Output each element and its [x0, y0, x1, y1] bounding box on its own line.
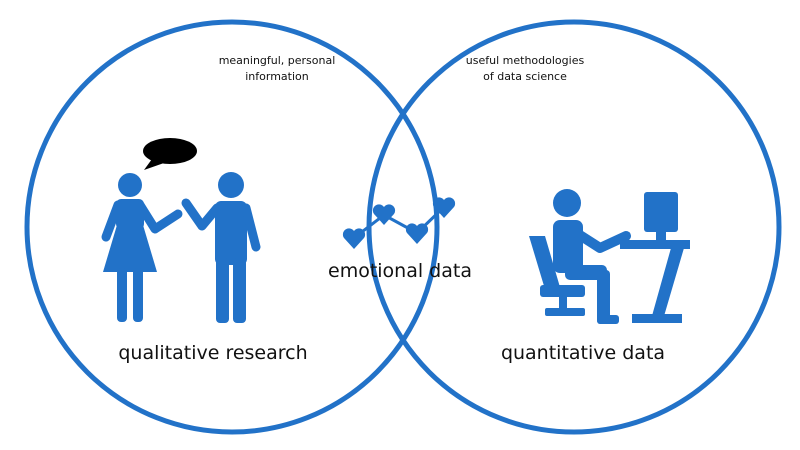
- heart-icon: [372, 204, 396, 225]
- heart-icon: [405, 223, 429, 244]
- left-circle: [24, 19, 440, 435]
- heart-line-chart-icon: [342, 197, 456, 249]
- heart-icon: [342, 228, 366, 249]
- right-circle-label: quantitative data: [501, 342, 665, 364]
- right-note-line2: of data science: [483, 70, 567, 83]
- woman-figure-icon: [101, 173, 183, 322]
- speech-bubble-icon: [143, 138, 197, 170]
- right-note-line1: useful methodologies: [466, 54, 585, 67]
- overlap-label: emotional data: [328, 260, 472, 282]
- left-note-line1: meaningful, personal: [219, 54, 336, 67]
- heart-icon: [432, 197, 456, 218]
- man-figure-icon: [181, 172, 261, 323]
- person-at-computer-icon: [529, 189, 690, 324]
- left-note-line2: information: [245, 70, 309, 83]
- left-circle-label: qualitative research: [118, 342, 307, 364]
